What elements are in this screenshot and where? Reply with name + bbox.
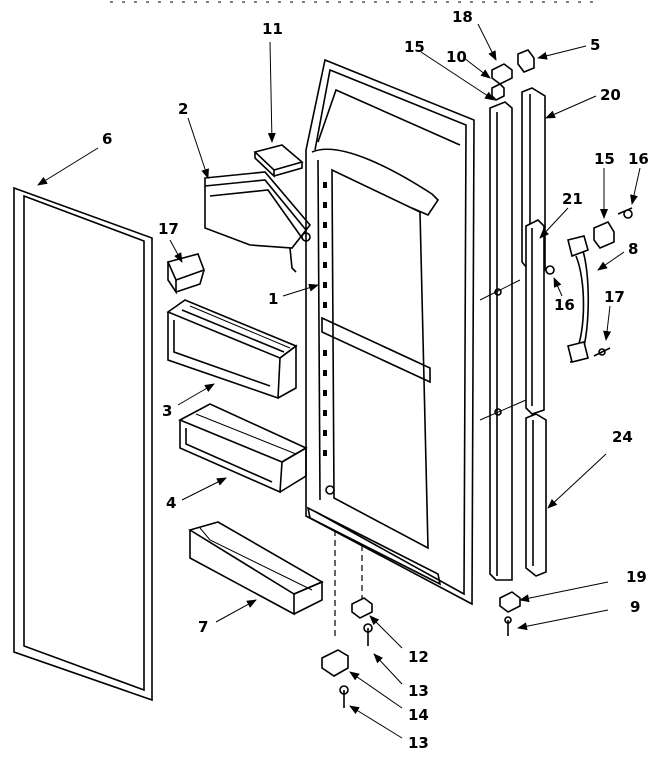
leader-lines (37, 23, 641, 739)
callout-9: 9 (630, 598, 640, 616)
bottom-screw-lower (339, 685, 349, 708)
callout-2: 2 (178, 100, 188, 118)
callout-4: 4 (166, 494, 176, 512)
door-trim-strip (479, 101, 527, 581)
callout-24: 24 (612, 428, 633, 446)
callout-labels: 11 2 6 17 1 3 4 7 15 10 18 5 20 15 16 21… (102, 8, 649, 752)
callout-23: 21 (562, 190, 583, 208)
upper-door-bin (166, 299, 298, 400)
shelf-cap (253, 144, 304, 178)
callout-11: 11 (262, 20, 283, 38)
callout-17: 15 (594, 150, 615, 168)
callout-3: 3 (162, 402, 172, 420)
hinge-bushing (491, 83, 505, 101)
callout-14: 14 (408, 706, 429, 724)
hinge-cover (517, 49, 535, 73)
bottom-screw-upper (363, 623, 373, 646)
callout-19: 17 (158, 220, 179, 238)
handle-screw-top (617, 207, 633, 219)
bin-clip (166, 253, 206, 295)
bottom-screw (504, 616, 512, 636)
callout-16: 15 (404, 38, 425, 56)
callout-1: 1 (268, 290, 278, 308)
callout-22: 20 (600, 86, 621, 104)
handle-plug (545, 265, 555, 275)
lower-door-bin (178, 403, 308, 494)
callout-13-upper: 13 (408, 682, 429, 700)
callout-13-lower: 13 (408, 734, 429, 752)
callout-5: 5 (590, 36, 600, 54)
callout-12: 12 (408, 648, 429, 666)
door-handle (567, 235, 590, 363)
top-hinge (491, 63, 513, 85)
callout-10: 10 (446, 48, 467, 66)
handle-screw-bottom (593, 347, 611, 357)
handle-base-strip (525, 219, 545, 415)
bottom-door-rail (188, 521, 324, 616)
door-adjustment-holes (323, 182, 327, 456)
callout-18: 16 (554, 296, 575, 314)
callout-8: 8 (628, 240, 638, 258)
callout-15-top: 16 (628, 150, 649, 168)
callout-21: 19 (626, 568, 647, 586)
door-gasket (13, 186, 153, 702)
callout-7: 7 (198, 618, 208, 636)
handle-end-cap (593, 220, 615, 249)
callout-6: 6 (102, 130, 112, 148)
callout-20: 18 (452, 8, 473, 26)
dairy-compartment-cover (204, 171, 312, 273)
bottom-bracket (499, 591, 521, 613)
callout-15-bottom: 17 (604, 288, 625, 306)
bottom-hinge (321, 649, 349, 677)
door-liner (305, 58, 475, 640)
lower-handle-trim (525, 413, 547, 577)
bottom-hinge-pin (351, 597, 373, 619)
